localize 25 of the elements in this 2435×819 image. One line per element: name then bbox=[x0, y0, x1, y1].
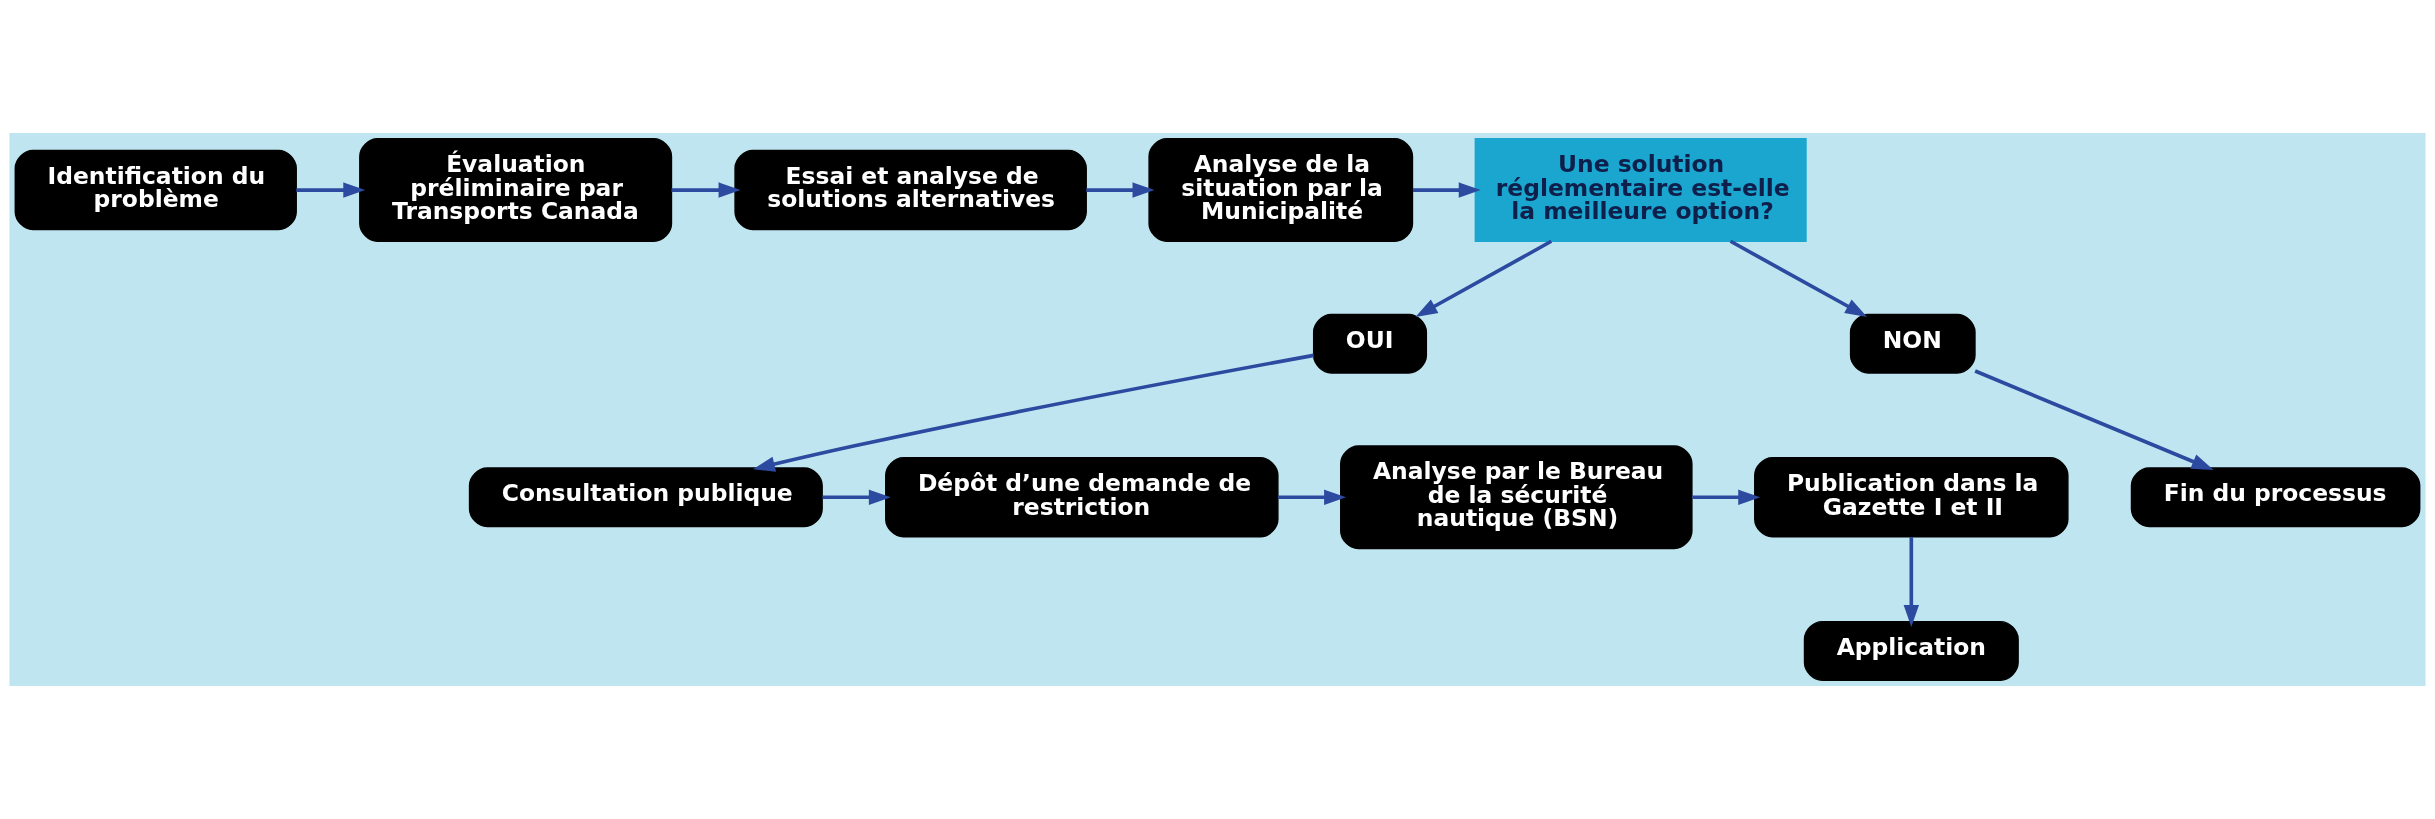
arrow bbox=[1974, 369, 2214, 471]
node-box: Application bbox=[1803, 620, 2019, 681]
node-box: OUI bbox=[1312, 313, 1428, 374]
node-box: Identification du problème bbox=[14, 149, 297, 231]
node-box: Une solution réglementaire est-elle la meilleure option? bbox=[1474, 138, 1807, 242]
arrow bbox=[752, 353, 1315, 472]
node-box: Consultation publique bbox=[468, 467, 823, 528]
node-box: Essai et analyse de solutions alternatives bbox=[734, 149, 1087, 231]
arrow bbox=[1278, 489, 1347, 505]
node-box: Analyse par le Bureau de la sécurité nautique (BSN) bbox=[1340, 445, 1693, 550]
arrow bbox=[1412, 182, 1481, 198]
node-box: Évaluation préliminaire par Transports Canada bbox=[359, 138, 673, 242]
arrow bbox=[822, 489, 891, 505]
arrow bbox=[671, 182, 741, 198]
node-box: Publication dans la Gazette I et II bbox=[1754, 457, 2069, 538]
arrow bbox=[1903, 537, 1919, 628]
arrow bbox=[1086, 182, 1155, 198]
arrow bbox=[1729, 239, 1868, 317]
node-box: Analyse de la situation par la Municipalité bbox=[1148, 138, 1414, 242]
arrow bbox=[296, 182, 366, 198]
arrow bbox=[1415, 239, 1553, 317]
arrow bbox=[1692, 489, 1761, 505]
node-box: NON bbox=[1849, 313, 1976, 374]
node-box: Fin du processus bbox=[2130, 467, 2421, 528]
node-box: Dépôt d’une demande de restriction bbox=[885, 457, 1279, 538]
